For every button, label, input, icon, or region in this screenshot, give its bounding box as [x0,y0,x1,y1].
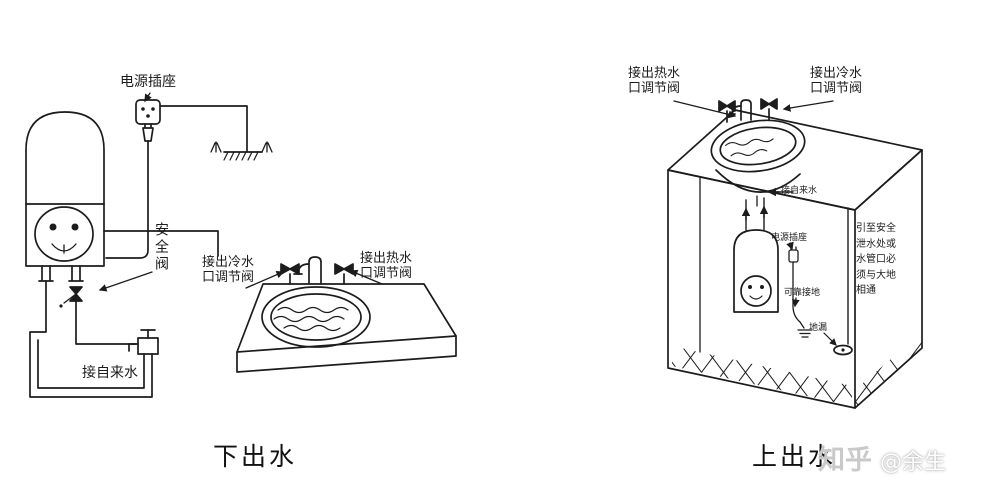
watermark: 知乎 @余生 [818,438,946,477]
sink-basin-left [261,286,371,348]
label-power-socket-right: 电源插座 [771,233,808,243]
label-drain-note: 引至安全 泄水处或 水管口必 须与大地 相通 [856,223,896,296]
label-tap-water-right: 接自来水 [781,186,818,196]
power-socket-left [105,92,161,259]
valve-label-arrows-left [245,269,383,289]
floor-drain [823,332,853,356]
caption-top-outlet: 上出水 [752,442,837,471]
label-floor-drain: 地漏 [809,323,828,333]
safety-valve [59,271,153,308]
label-cold-valve-right: 接出冷水 口调节阀 [809,66,862,96]
label-hot-valve-left: 接出热水 口调节阀 [359,251,412,281]
label-tap-water-left: 接自来水 [82,365,138,381]
label-power-socket-left: 电源插座 [120,74,176,90]
water-heater-left [25,111,105,282]
watermark-handle: @余生 [880,450,947,475]
floor-tiles [672,332,922,408]
pipes-left [29,230,219,398]
pipes-right [741,187,849,345]
faucet-left [280,256,354,285]
label-cold-valve-left: 接出冷水 口调节阀 [201,255,254,285]
water-heater-right [733,229,779,313]
label-hot-valve-right: 接出热水 口调节阀 [627,66,680,96]
label-grounding: 可靠接地 [784,288,821,298]
power-socket-right [786,241,813,338]
caption-bottom-outlet: 下出水 [213,442,298,471]
valve-label-arrows-right [673,100,834,119]
room-box [667,109,923,409]
ground-symbol-left [159,105,273,161]
sink-basin-right [710,119,806,207]
counter [236,283,457,373]
faucet-right [718,98,778,123]
watermark-brand: 知乎 [818,445,872,476]
label-safety-valve: 安全阀 [153,222,169,273]
